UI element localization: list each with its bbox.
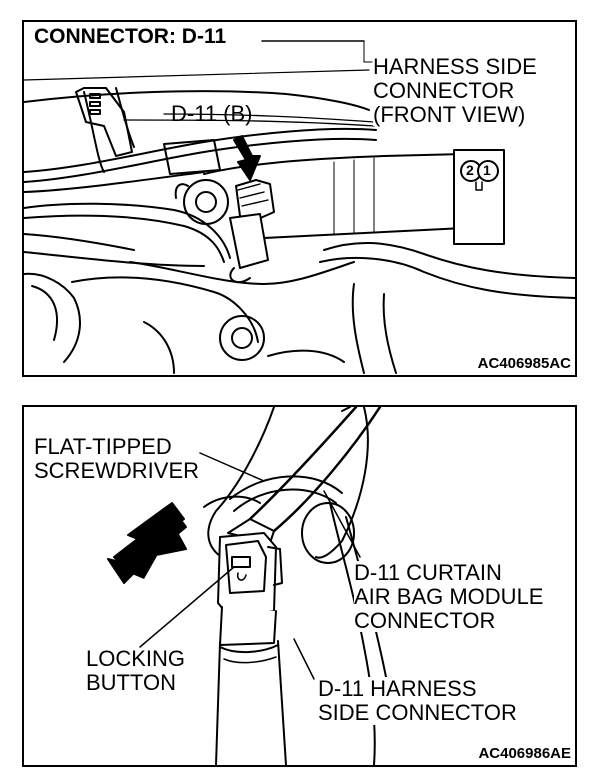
figure-code: AC406985AC [475,354,571,372]
vehicle-interior-illustration [24,40,575,374]
connector-removal-illustration [107,407,387,765]
pin-2-label: 2 [466,162,474,178]
connector-title: CONNECTOR: D-11 [34,25,231,49]
connector-callout: D-11 (B) [171,101,253,126]
disconnect-procedure-panel: FLAT-TIPPED SCREWDRIVER D-11 CURTAIN AIR… [22,405,577,767]
connector-location-panel: CONNECTOR: D-11 D-11 (B) HARNESS SIDE CO… [22,20,577,377]
screwdriver-label: FLAT-TIPPED SCREWDRIVER [34,434,200,483]
curtain-airbag-connector-label: D-11 CURTAIN AIR BAG MODULE CONNECTOR [354,560,544,633]
harness-side-connector-label: D-11 HARNESS SIDE CONNECTOR [318,676,517,725]
harness-side-front-view-label: HARNESS SIDE CONNECTOR (FRONT VIEW) [373,54,537,127]
locking-button-label: LOCKING BUTTON [86,646,186,695]
pin-1-label: 1 [483,162,491,178]
figure-code: AC406986AE [476,744,571,762]
